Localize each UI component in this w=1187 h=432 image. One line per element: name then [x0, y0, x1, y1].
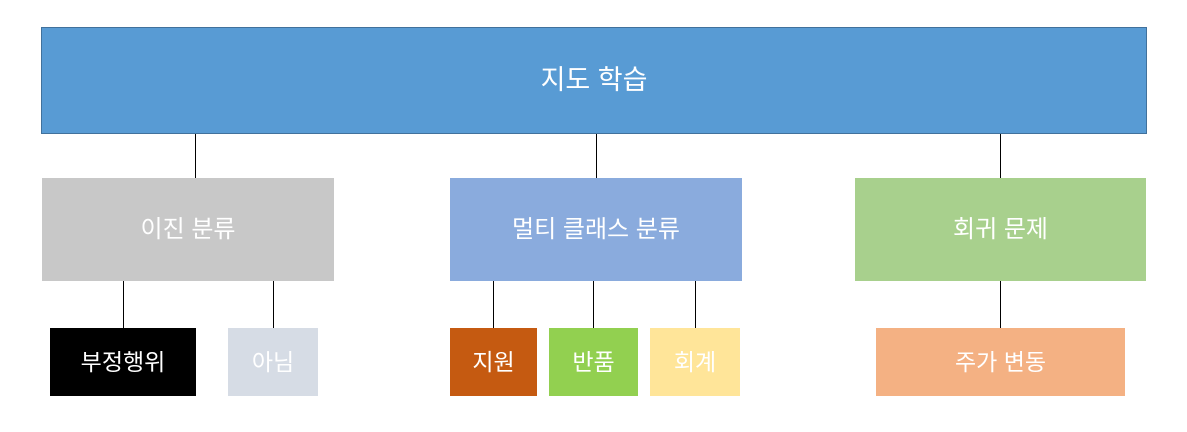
node-multiclass-classification-label: 멀티 클래스 분류 — [512, 215, 680, 243]
node-not-fraud[interactable]: 아님 — [228, 328, 318, 396]
connector-binary-to-fraud — [123, 281, 124, 328]
node-stock-price-change-label: 주가 변동 — [954, 348, 1047, 375]
connector-root-to-multiclass-classification — [596, 134, 597, 178]
connector-regression-to-stock-price-change — [1000, 281, 1001, 328]
node-fraud[interactable]: 부정행위 — [50, 328, 196, 396]
node-accounting-label: 회계 — [673, 348, 717, 375]
node-regression-problem[interactable]: 회귀 문제 — [855, 178, 1146, 281]
connector-root-to-binary-classification — [195, 134, 196, 178]
node-support[interactable]: 지원 — [450, 328, 537, 396]
node-not-fraud-label: 아님 — [251, 348, 295, 375]
connector-root-to-regression-problem — [1000, 134, 1001, 178]
node-stock-price-change[interactable]: 주가 변동 — [876, 328, 1125, 396]
node-return[interactable]: 반품 — [549, 328, 638, 396]
connector-multiclass-to-support — [493, 281, 494, 328]
node-supervised-learning-label: 지도 학습 — [540, 64, 648, 95]
node-fraud-label: 부정행위 — [80, 348, 166, 375]
node-support-label: 지원 — [472, 348, 515, 375]
node-return-label: 반품 — [572, 348, 615, 375]
node-multiclass-classification[interactable]: 멀티 클래스 분류 — [450, 178, 742, 281]
node-binary-classification-label: 이진 분류 — [140, 215, 236, 243]
connector-multiclass-to-return — [593, 281, 594, 328]
connector-multiclass-to-accounting — [695, 281, 696, 328]
node-binary-classification[interactable]: 이진 분류 — [42, 178, 334, 281]
node-accounting[interactable]: 회계 — [650, 328, 740, 396]
node-regression-problem-label: 회귀 문제 — [953, 215, 1048, 243]
node-supervised-learning[interactable]: 지도 학습 — [41, 27, 1147, 134]
connector-binary-to-not-fraud — [273, 281, 274, 328]
